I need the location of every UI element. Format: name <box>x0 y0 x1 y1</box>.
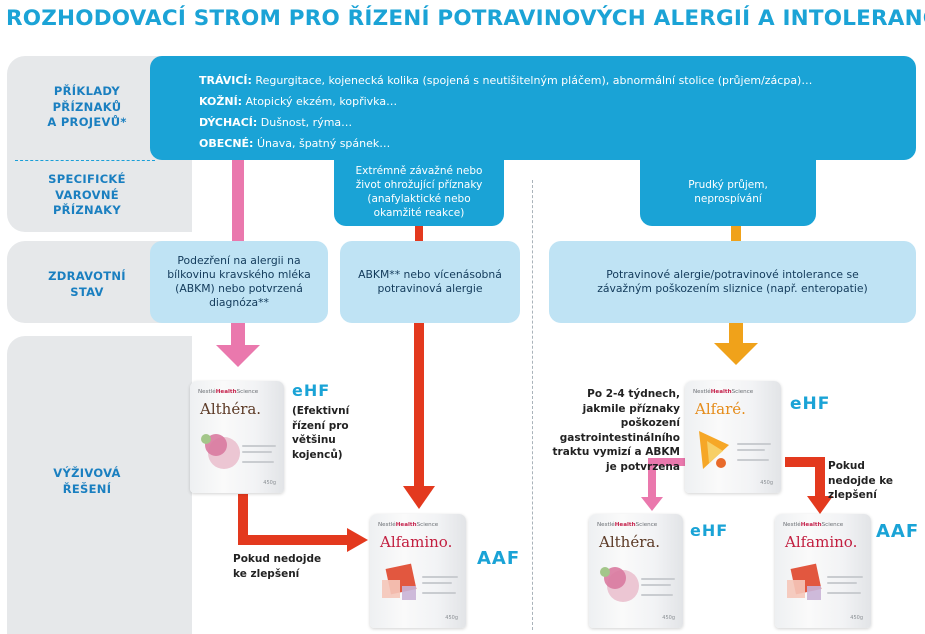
manufacturer-logo: NestléHealthScience <box>693 389 754 395</box>
manufacturer-logo: NestléHealthScience <box>783 522 844 528</box>
arrow-red-elbow-right-head <box>807 496 833 514</box>
product-weight: 450g <box>760 480 773 486</box>
product-name-alfamino: Alfamino. <box>785 533 858 551</box>
arrow-red-elbow <box>238 494 350 545</box>
alfamino-graphic <box>787 563 822 600</box>
product-alfamino-can-right: NestléHealthScience Alfamino. 450g <box>775 514 871 628</box>
label-panel-nutrition <box>7 336 192 634</box>
arrow-pink-elbow-head <box>641 497 663 511</box>
arrow-pink-head <box>216 345 260 367</box>
label-divider <box>15 160 155 161</box>
arrow-red-elbow-right <box>785 457 825 498</box>
arrow-red-elbow-head <box>347 528 368 552</box>
product-name-alfare: Alfaré. <box>695 400 746 418</box>
tag-aaf-right: AAF <box>876 521 920 542</box>
arrow-orange-head <box>714 343 758 365</box>
tag-ehf-alfare: eHF <box>790 394 831 414</box>
product-name-alfamino: Alfamino. <box>380 533 453 551</box>
product-althera-can: NestléHealthScience Althéra. 450g <box>190 381 284 493</box>
product-weight: 450g <box>850 615 863 621</box>
tag-ehf-left: eHF <box>292 381 331 400</box>
product-alfamino-can: NestléHealthScience Alfamino. 450g <box>370 514 466 628</box>
condition-enteropathy: Potravinové alergie/potravinové intolera… <box>549 241 916 323</box>
warning-diarrhea: Prudký průjem, neprospívání <box>640 158 816 226</box>
symptom-skin: KOŽNÍ: Atopický ekzém, kopřivka… <box>199 95 398 108</box>
note-after-weeks: Po 2-4 týdnech, jakmile příznaky poškoze… <box>552 388 680 473</box>
arrow-pink-stem <box>231 323 245 347</box>
arrow-orange-stem <box>729 323 743 345</box>
product-alfare-can: NestléHealthScience Alfaré. 450g <box>685 381 781 493</box>
note-ehf-description: (Efektivní řízení pro většinu kojenců) <box>292 405 350 461</box>
arrow-pink-elbow <box>648 458 690 500</box>
althera-graphic <box>201 434 240 469</box>
condition-multiple-allergy: ABKM** nebo vícenásobná potravinová aler… <box>340 241 520 323</box>
connector-red-top <box>415 226 423 241</box>
symptom-digestive: TRÁVICÍ: Regurgitace, kojenecká kolika (… <box>199 74 813 87</box>
manufacturer-logo: NestléHealthScience <box>198 389 259 395</box>
alfamino-graphic <box>382 563 417 600</box>
diagram-title: ROZHODOVACÍ STROM PRO ŘÍZENÍ POTRAVINOVÝ… <box>6 6 925 31</box>
note-no-improvement-left: Pokud nedojde ke zlepšení <box>233 553 322 580</box>
tag-aaf-left: AAF <box>477 548 521 569</box>
section-divider <box>532 180 533 630</box>
product-name-althera: Althéra. <box>200 400 262 418</box>
symptoms-box <box>150 56 916 160</box>
alfare-graphic <box>699 431 729 469</box>
arrow-red-head <box>403 486 435 509</box>
symptom-respiratory: DÝCHACÍ: Dušnost, rýma… <box>199 116 353 129</box>
product-weight: 450g <box>263 480 276 486</box>
connector-orange-top <box>731 226 741 241</box>
manufacturer-logo: NestléHealthScience <box>597 522 658 528</box>
manufacturer-logo: NestléHealthScience <box>378 522 439 528</box>
note-no-improvement-right: Pokud nedojde ke zlepšení <box>828 460 894 501</box>
warning-severe: Extrémně závažné nebo život ohrožující p… <box>334 158 504 226</box>
product-name-althera: Althéra. <box>599 533 661 551</box>
althera-graphic <box>600 567 639 602</box>
symptoms-list: TRÁVICÍ: Regurgitace, kojenecká kolika (… <box>199 70 812 154</box>
condition-cmpa: Podezření na alergii na bílkovinu kravsk… <box>150 241 328 323</box>
product-weight: 450g <box>662 615 675 621</box>
arrow-red-stem <box>414 323 424 488</box>
tag-ehf-right: eHF <box>690 521 729 540</box>
symptom-general: OBECNÉ: Únava, špatný spánek… <box>199 137 391 150</box>
product-althera-can-right: NestléHealthScience Althéra. 450g <box>589 514 683 628</box>
connector-pink-top <box>232 160 244 241</box>
product-weight: 450g <box>445 615 458 621</box>
